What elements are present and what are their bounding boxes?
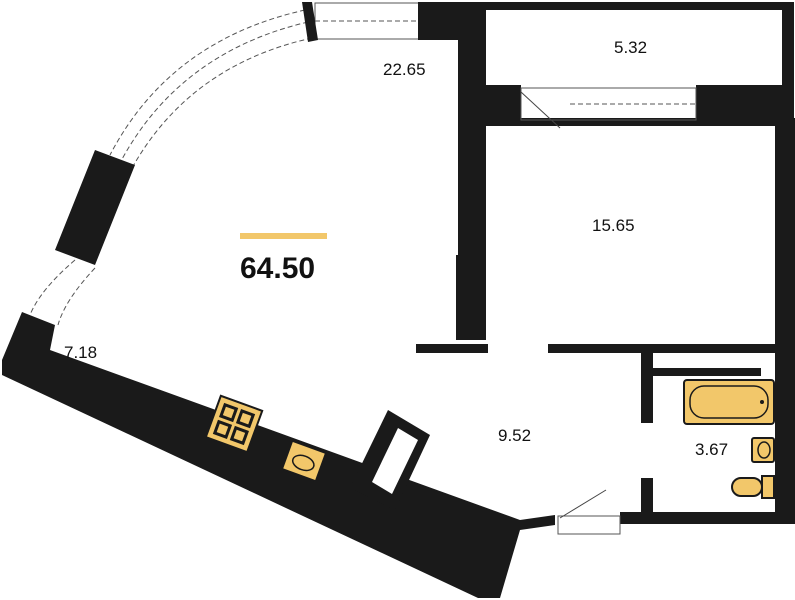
room-area-living-kitchen: 22.65 [383, 60, 426, 79]
bathroom-sink-icon [751, 437, 775, 463]
room-area-balcony: 5.32 [614, 38, 647, 57]
toilet-icon [731, 475, 775, 499]
total-area-value: 64.50 [240, 252, 315, 285]
top-window [314, 2, 421, 40]
balcony-window [520, 87, 697, 129]
entrance-door [557, 489, 621, 535]
bathtub-icon [683, 379, 775, 425]
wardrobe [350, 410, 430, 510]
room-area-bedroom: 15.65 [592, 216, 635, 235]
room-area-hallway: 9.52 [498, 426, 531, 445]
room-area-kitchen-zone: 7.18 [64, 343, 97, 362]
curved-window [29, 9, 313, 326]
stove-icon [204, 394, 264, 454]
room-area-bathroom: 3.67 [695, 440, 728, 459]
kitchen-sink-icon [280, 439, 328, 483]
total-area-accent [240, 233, 327, 239]
